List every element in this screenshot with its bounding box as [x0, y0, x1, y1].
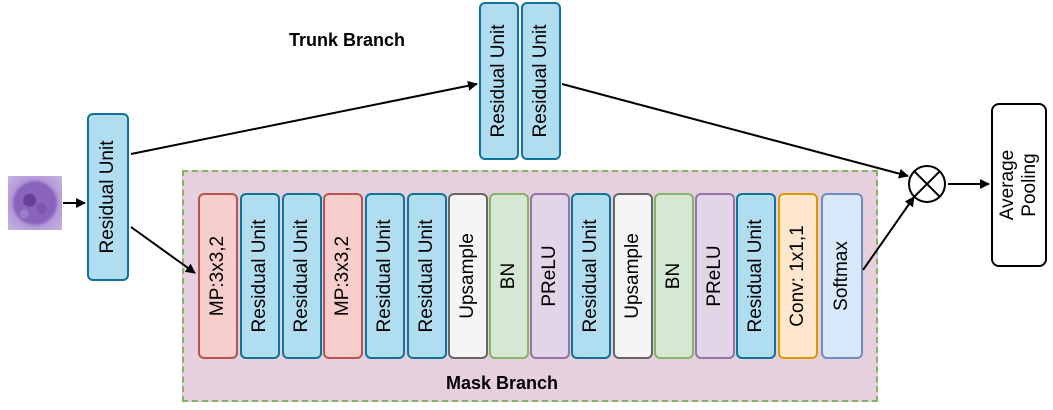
- mask-block-upsample: Upsample: [613, 193, 653, 359]
- average-pooling-block: Average Pooling: [991, 103, 1047, 267]
- arrow-residual-to-trunk: [130, 80, 478, 155]
- mask-block-batchnorm: BN: [654, 193, 694, 359]
- input-image: [8, 176, 62, 230]
- mask-block-prelu: PReLU: [695, 193, 735, 359]
- trunk-residual-unit-2: Residual Unit: [521, 2, 561, 160]
- mask-block-upsample: Upsample: [448, 193, 488, 359]
- mask-block-prelu: PReLU: [530, 193, 570, 359]
- arrow-residual-to-mask: [130, 226, 196, 274]
- arrow-mask-to-product: [862, 196, 915, 271]
- mask-block-conv: Conv: 1x1,1: [778, 193, 818, 359]
- element-wise-product-icon: [908, 165, 946, 203]
- trunk-branch-title: Trunk Branch: [289, 30, 406, 50]
- trunk-residual-unit-1: Residual Unit: [479, 2, 519, 160]
- input-residual-unit: Residual Unit: [87, 113, 129, 281]
- mask-branch-title: Mask Branch: [446, 373, 559, 393]
- mask-block-softmax: Softmax: [821, 193, 863, 359]
- mask-block-residual-unit: Residual Unit: [240, 193, 280, 359]
- mask-block-residual-unit: Residual Unit: [282, 193, 322, 359]
- mask-block-maxpool: MP:3x3,2: [323, 193, 363, 359]
- mask-block-residual-unit: Residual Unit: [365, 193, 405, 359]
- mask-block-residual-unit: Residual Unit: [407, 193, 447, 359]
- arrow-trunk-to-product: [561, 83, 909, 179]
- mask-block-residual-unit: Residual Unit: [736, 193, 776, 359]
- mask-block-batchnorm: BN: [489, 193, 529, 359]
- mask-block-residual-unit: Residual Unit: [571, 193, 611, 359]
- mask-block-maxpool: MP:3x3,2: [198, 193, 238, 359]
